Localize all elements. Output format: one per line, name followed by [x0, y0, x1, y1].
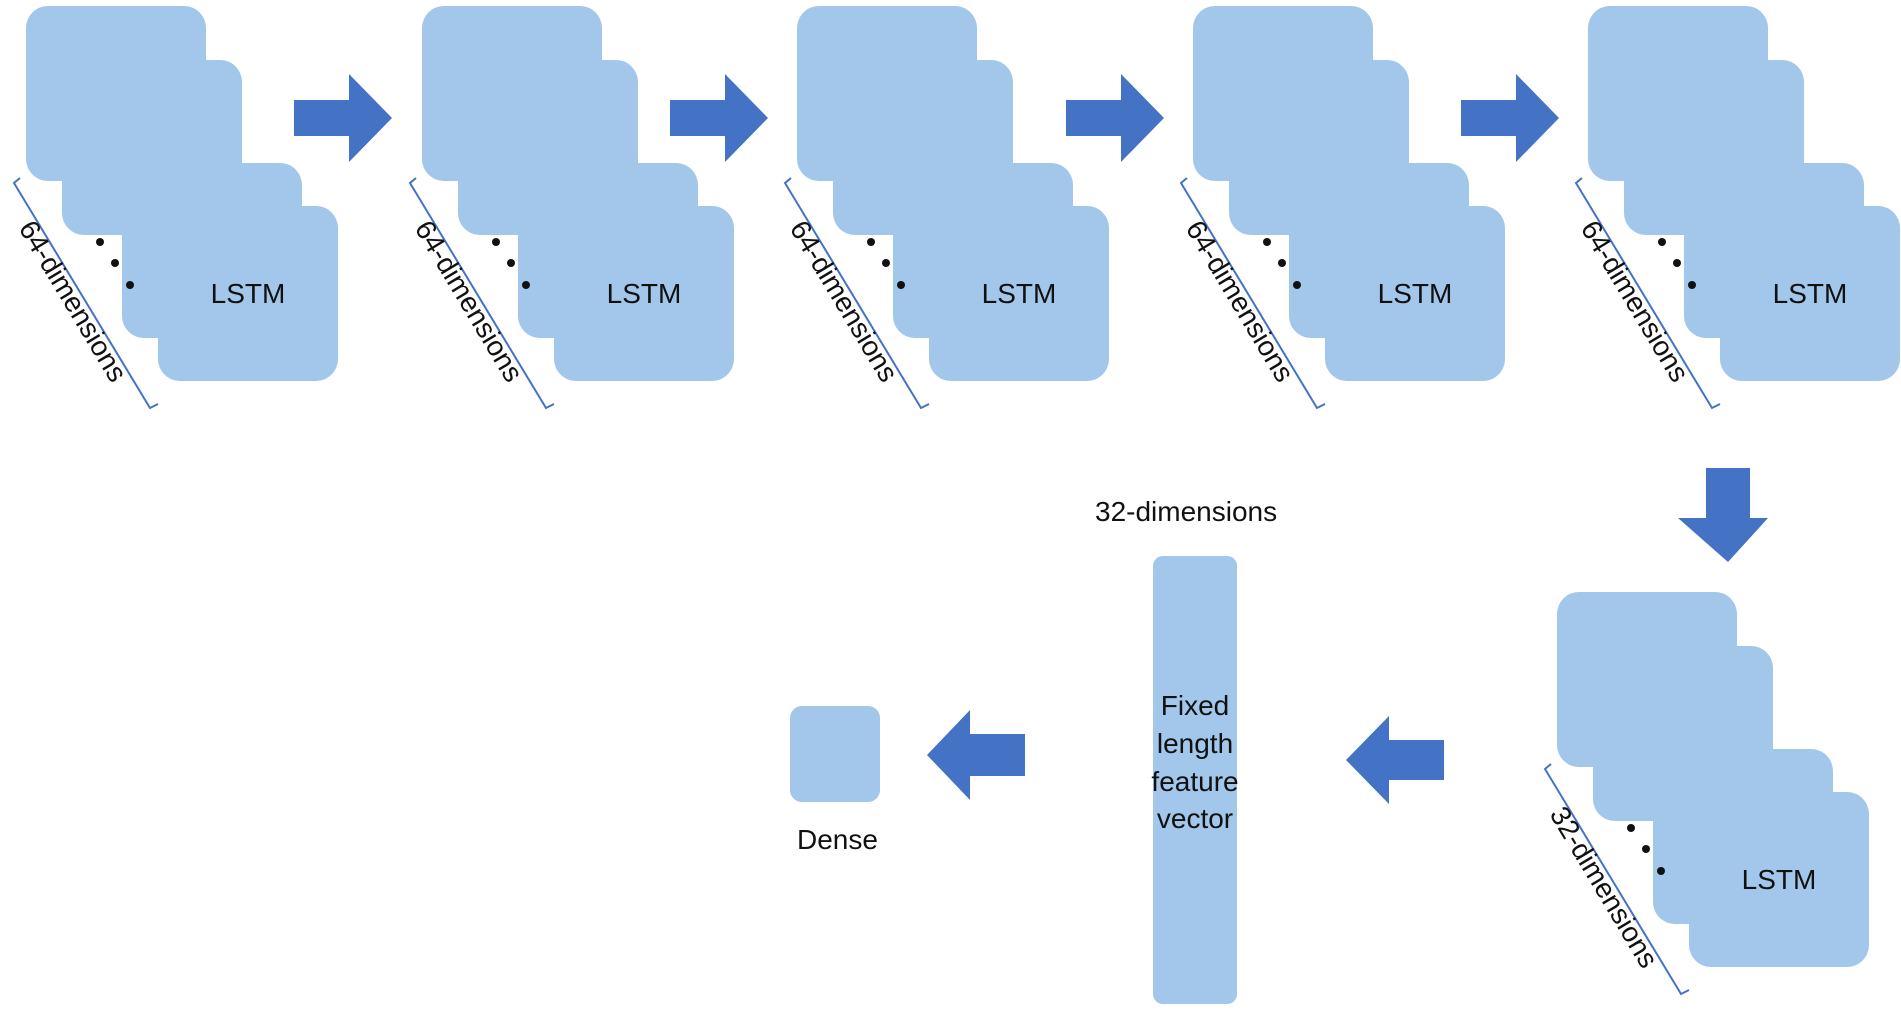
ellipsis-dot: [897, 281, 905, 289]
lstm-stack-3: LSTM: [797, 6, 1127, 426]
ellipsis-dot: [1642, 845, 1650, 853]
lstm-label: LSTM: [981, 277, 1057, 309]
lstm-label: LSTM: [1377, 277, 1453, 309]
arrow-down-icon: [1678, 468, 1768, 562]
arrow-right-icon: [670, 74, 768, 162]
dimension-label: 64-dimensions: [409, 215, 529, 387]
dimension-bracket: [1574, 177, 1721, 410]
ellipsis-dot: [522, 281, 530, 289]
dimension-label: 64-dimensions: [784, 215, 904, 387]
ellipsis-dot: [1278, 259, 1286, 267]
dimension-bracket: [783, 177, 930, 410]
lstm-card-front: LSTM: [1720, 206, 1900, 381]
dimension-label: 64-dimensions: [1180, 215, 1300, 387]
ellipsis-dot: [1263, 238, 1271, 246]
lstm-stack-2: LSTM: [422, 6, 752, 426]
arrow-right-icon: [294, 74, 392, 162]
ellipsis-dot: [126, 281, 134, 289]
ellipsis-dot: [1657, 867, 1665, 875]
feature-vector-dims-label: 32-dimensions: [1095, 496, 1278, 527]
ellipsis-dot: [1658, 238, 1666, 246]
ellipsis-dot: [507, 259, 515, 267]
lstm-label: LSTM: [210, 277, 286, 309]
lstm-card-front: LSTM: [1689, 792, 1869, 967]
ellipsis-dot: [1673, 259, 1681, 267]
lstm-card-front: LSTM: [554, 206, 734, 381]
ellipsis-dot: [1627, 824, 1635, 832]
arrow-left-icon: [927, 710, 1025, 800]
dimension-bracket: [408, 177, 555, 410]
lstm-stack-4: LSTM: [1193, 6, 1523, 426]
dimension-label: 64-dimensions: [1575, 215, 1695, 387]
ellipsis-dot: [492, 238, 500, 246]
ellipsis-dot: [882, 259, 890, 267]
ellipsis-dot: [867, 238, 875, 246]
lstm-label: LSTM: [1741, 863, 1817, 895]
ellipsis-dot: [96, 238, 104, 246]
dimension-bracket: [12, 177, 159, 410]
lstm-card-front: LSTM: [158, 206, 338, 381]
dimension-bracket: [1543, 763, 1690, 996]
ellipsis-dot: [1293, 281, 1301, 289]
lstm-label: LSTM: [606, 277, 682, 309]
lstm-label: LSTM: [1772, 277, 1848, 309]
arrow-right-icon: [1461, 74, 1559, 162]
dimension-label: 32-dimensions: [1544, 801, 1664, 973]
feature-vector-text: Fixed length feature vector: [1151, 689, 1239, 835]
lstm-card-front: LSTM: [929, 206, 1109, 381]
arrow-right-icon: [1066, 74, 1164, 162]
ellipsis-dot: [1688, 281, 1696, 289]
lstm-stack-5: LSTM: [1588, 6, 1901, 426]
lstm-card-front: LSTM: [1325, 206, 1505, 381]
lstm-stack-6: LSTM: [1557, 592, 1887, 1012]
dense-label: Dense: [797, 824, 878, 855]
feature-vector: Fixed length feature vector: [1151, 556, 1239, 1004]
lstm-stack-1: LSTM: [26, 6, 356, 426]
dimension-label: 64-dimensions: [13, 215, 133, 387]
ellipsis-dot: [111, 259, 119, 267]
dimension-bracket: [1179, 177, 1326, 410]
arrow-left-icon: [1346, 716, 1444, 804]
dense-layer: [790, 706, 880, 802]
